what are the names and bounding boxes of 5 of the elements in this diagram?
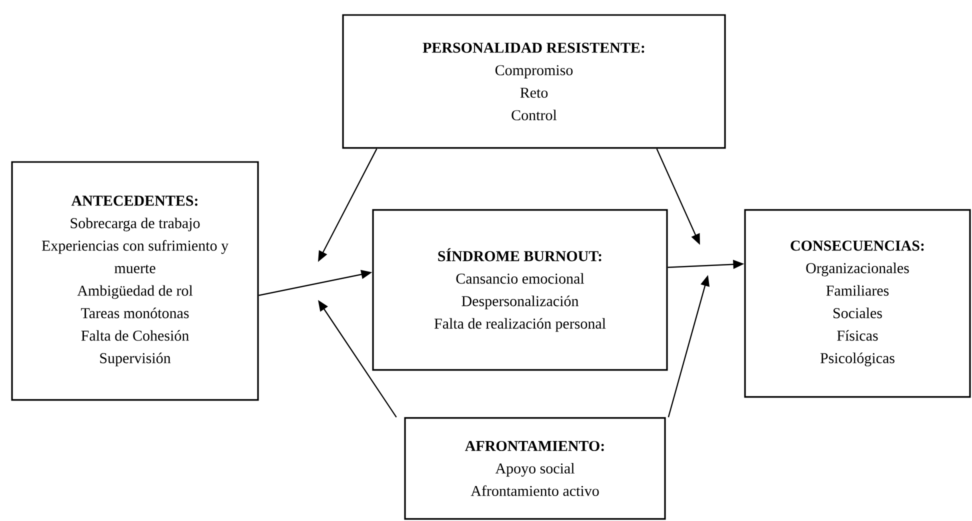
- text-box: AFRONTAMIENTO: Apoyo social Afrontamiento activo: [404, 417, 666, 520]
- text-box: PERSONALIDAD RESISTENTE: Compromiso Reto Control: [342, 14, 726, 149]
- text-box: CONSECUENCIAS: Organizacionales Familiares Sociales Físicas Psicológicas: [744, 209, 971, 398]
- text-box: SÍNDROME BURNOUT: Cansancio emocional Despersonalización Falta de realización personal: [372, 209, 668, 371]
- text-box: ANTECEDENTES: Sobrecarga de trabajo Experiencias con sufrimiento y muerte Ambigüedad de rol Tareas monótonas Falta de Cohesión Supervisión: [11, 161, 259, 401]
